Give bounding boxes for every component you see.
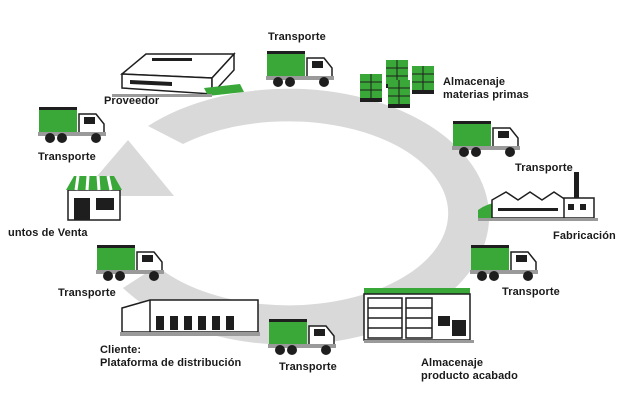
label-almacenaje-materias-1: Almacenaje (443, 76, 506, 88)
label-almacenaje-producto-2: producto acabado (421, 370, 518, 382)
label-cliente-1: Cliente: (100, 344, 142, 356)
label-transporte-bottom: Transporte (279, 361, 337, 373)
truck-icon (470, 245, 538, 281)
warehouse-icon (363, 288, 474, 343)
ring-band (123, 88, 490, 345)
distribution-center-icon (120, 299, 260, 336)
supplier-building-proveedor (112, 44, 248, 100)
truck-icon (268, 319, 336, 355)
label-almacenaje-materias-2: materias primas (443, 89, 529, 101)
label-fabricacion: Fabricación (553, 230, 616, 242)
truck-icon (96, 245, 164, 281)
store-puntos-de-venta (64, 172, 124, 222)
truck-transporte-lower-left (96, 242, 170, 284)
label-proveedor: Proveedor (104, 95, 160, 107)
label-transporte-right: Transporte (502, 286, 560, 298)
truck-transporte-top (266, 48, 340, 90)
truck-icon (266, 51, 334, 87)
label-cliente-2: Plataforma de distribución (100, 357, 242, 369)
label-puntos-de-venta: untos de Venta (8, 227, 88, 239)
label-transporte-upper-left: Transporte (38, 151, 96, 163)
label-transporte-upper-right: Transporte (515, 162, 573, 174)
factory-icon (478, 172, 598, 221)
truck-transporte-upper-right (452, 118, 526, 160)
pallets-icon (360, 60, 434, 108)
truck-transporte-right (470, 242, 544, 284)
label-almacenaje-producto-1: Almacenaje (421, 357, 484, 369)
supplier-building-icon (112, 52, 244, 97)
label-transporte-top: Transporte (268, 31, 326, 43)
label-transporte-lower-left: Transporte (58, 287, 116, 299)
truck-icon (452, 121, 520, 157)
truck-icon (38, 107, 106, 143)
truck-transporte-upper-left (38, 104, 112, 146)
factory-fabricacion (478, 170, 598, 222)
warehouse-producto-acabado (363, 286, 476, 346)
store-icon (66, 175, 122, 221)
truck-transporte-bottom (268, 316, 342, 358)
distribution-center-cliente (120, 298, 260, 338)
pallets-materias-primas (358, 58, 436, 108)
